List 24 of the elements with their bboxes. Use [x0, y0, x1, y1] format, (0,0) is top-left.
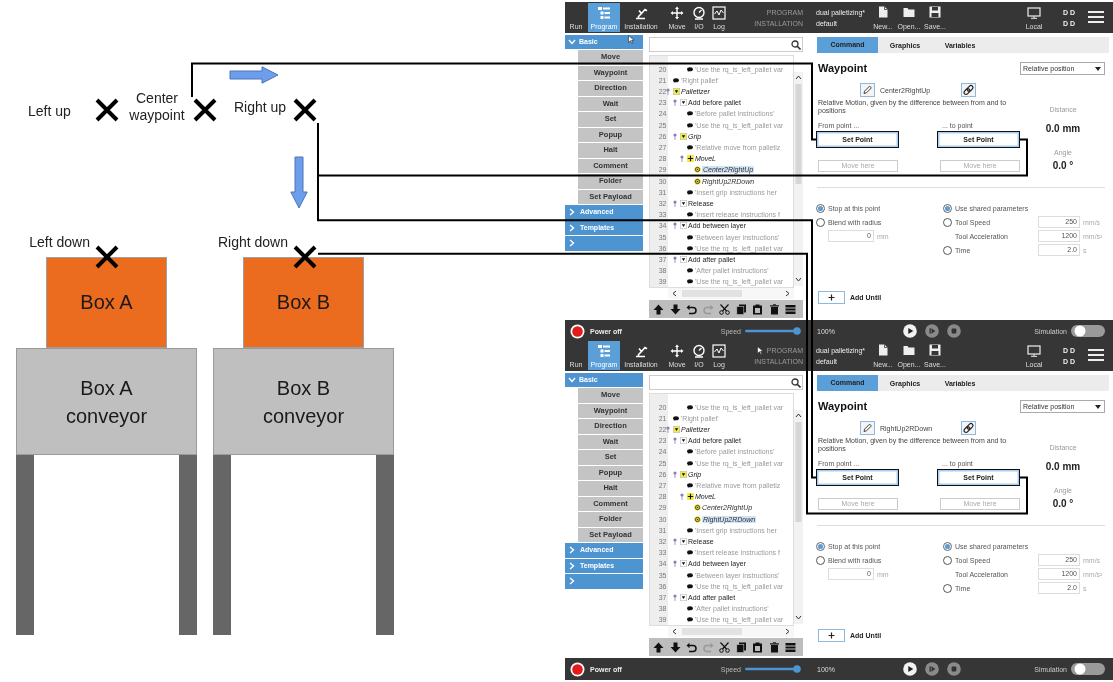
- measure-value: 0.0 mm: [1045, 462, 1081, 472]
- panel-heading: Waypoint: [818, 62, 868, 74]
- block-arrow: [290, 156, 308, 209]
- cross-icon: [192, 97, 218, 123]
- measure-value: 0.0 °: [1052, 161, 1074, 171]
- conveyor-block: Box A conveyor: [16, 348, 197, 635]
- cross-icon: [94, 244, 120, 270]
- box-block: Box B: [243, 257, 364, 348]
- point-label: Right up: [234, 100, 287, 114]
- connector-line: [191, 62, 817, 141]
- connector-line: [317, 252, 1028, 515]
- cross-icon: [292, 97, 318, 123]
- box-block: Box A: [46, 257, 167, 348]
- conveyor-block: Box B conveyor: [213, 348, 394, 635]
- point-label: Center waypoint: [128, 90, 186, 124]
- cross-icon: [94, 97, 120, 123]
- point-label: Left up: [28, 104, 71, 118]
- measure-value: 0.0 °: [1052, 499, 1074, 509]
- block-arrow: [229, 66, 279, 84]
- point-label: Left down: [29, 235, 90, 249]
- panel-heading: Waypoint: [818, 400, 868, 412]
- measure-value: 0.0 mm: [1045, 124, 1081, 134]
- cross-icon: [292, 244, 318, 270]
- point-label: Right down: [217, 235, 288, 249]
